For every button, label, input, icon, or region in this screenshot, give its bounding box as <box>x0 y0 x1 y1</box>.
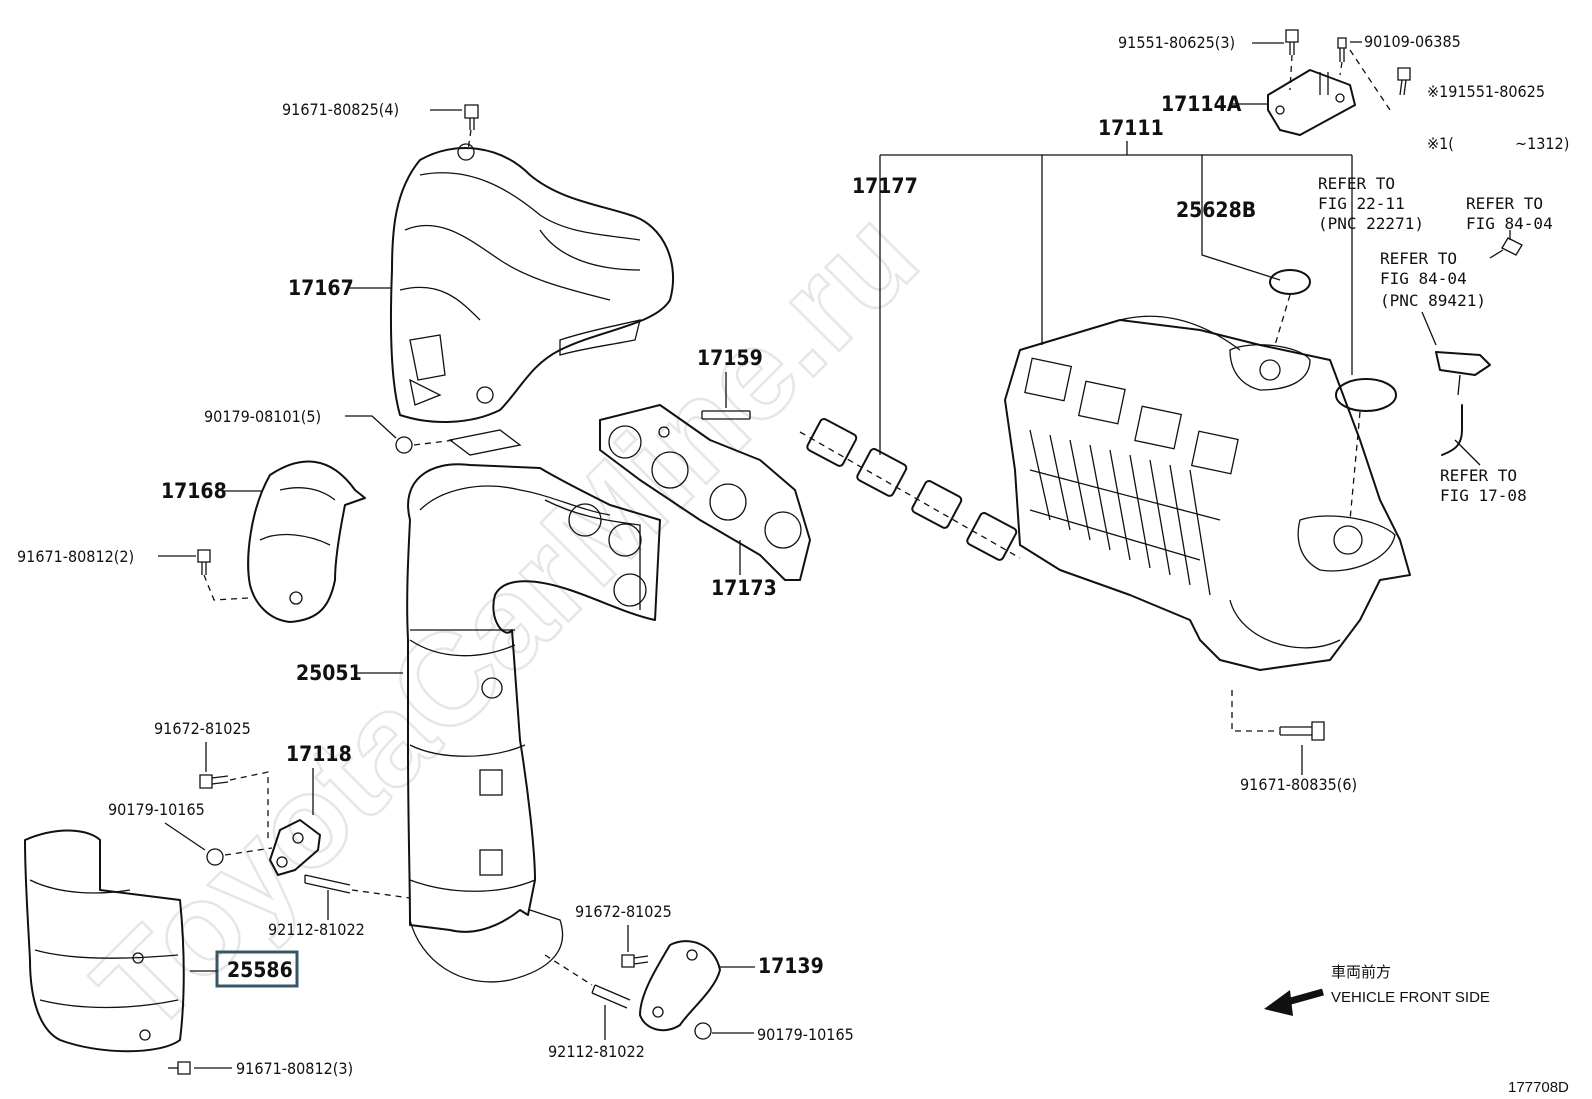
bolt-91551-80625[interactable] <box>1285 29 1299 55</box>
gasket-17173[interactable] <box>599 404 811 581</box>
label-17114a: 17114A <box>1161 92 1242 116</box>
refer-1-line-2: FIG 22-11 <box>1318 194 1405 213</box>
label-91672-81025-b: 91672-81025 <box>575 902 672 921</box>
bolt-91671-80825[interactable] <box>464 104 479 130</box>
refer-2-line-1: REFER TO <box>1466 194 1543 213</box>
label-17177: 17177 <box>852 174 918 198</box>
label-90179-10165-b: 90179-10165 <box>757 1025 854 1044</box>
label-17118: 17118 <box>286 742 352 766</box>
highlight-box-25586 <box>215 950 299 988</box>
label-25628b: 25628B <box>1176 198 1256 222</box>
refer-3-line-3: (PNC 89421) <box>1380 291 1486 310</box>
bolt-sensor[interactable] <box>1489 237 1523 259</box>
watermark: ToyotaCarMine.ru <box>67 182 945 1060</box>
refer-1-line-3: (PNC 22271) <box>1318 214 1424 233</box>
bolt-91671-80812-b[interactable] <box>168 1061 191 1075</box>
label-90179-10165-a: 90179-10165 <box>108 800 205 819</box>
bolt-91672-81025-a[interactable] <box>199 774 229 789</box>
label-91671-80812-b: 91671-80812(3) <box>236 1059 353 1078</box>
label-91551-80625-alt: ※191551-80625 <box>1427 82 1545 101</box>
label-17167: 17167 <box>288 276 354 300</box>
bolt-91551-80625-alt[interactable] <box>1397 67 1411 96</box>
label-90109-06385: 90109-06385 <box>1364 32 1461 51</box>
plug-90109-06385[interactable] <box>1337 37 1347 62</box>
exhaust-manifold-25051[interactable] <box>406 429 661 983</box>
cover-17114a[interactable] <box>1267 69 1356 136</box>
label-92112-81022-b: 92112-81022 <box>548 1042 645 1061</box>
label-92112-81022-a: 92112-81022 <box>268 920 365 939</box>
vacuum-sensor[interactable] <box>1435 351 1491 396</box>
refer-3-line-2: FIG 84-04 <box>1380 269 1467 288</box>
bolt-91671-80812-a[interactable] <box>197 549 211 575</box>
label-17139: 17139 <box>758 954 824 978</box>
refer-2-line-2: FIG 84-04 <box>1466 214 1553 233</box>
label-note-1: ※1( <box>1427 134 1454 153</box>
intake-manifold-17111[interactable] <box>1004 315 1411 671</box>
refer-3-line-1: REFER TO <box>1380 249 1457 268</box>
o-ring-throttle[interactable] <box>1335 378 1397 412</box>
heat-insulator-17167[interactable] <box>389 143 675 423</box>
nut-90179-08101[interactable] <box>395 436 413 454</box>
label-17168: 17168 <box>161 479 227 503</box>
front-arrow-icon <box>1264 988 1324 1016</box>
heat-insulator-25586[interactable] <box>24 829 185 1053</box>
bolt-91672-81025-b[interactable] <box>621 954 649 968</box>
nut-90179-10165-a[interactable] <box>206 848 224 866</box>
stud-92112-81022-b[interactable] <box>591 984 631 1009</box>
label-91551-80625: 91551-80625(3) <box>1118 33 1235 52</box>
stud-17159[interactable] <box>701 410 751 420</box>
label-91671-80825: 91671-80825(4) <box>282 100 399 119</box>
stud-92112-81022-a[interactable] <box>304 874 351 894</box>
bracket-17118[interactable] <box>269 819 321 876</box>
direction-jp: 車両前方 <box>1331 964 1391 981</box>
vacuum-hose[interactable] <box>1441 404 1463 456</box>
refer-1-line-1: REFER TO <box>1318 174 1395 193</box>
label-17159: 17159 <box>697 346 763 370</box>
label-17173: 17173 <box>711 576 777 600</box>
label-note-1-range: ~1312) <box>1515 134 1569 153</box>
direction-en: VEHICLE FRONT SIDE <box>1331 989 1490 1006</box>
label-25051: 25051 <box>296 661 362 685</box>
heat-insulator-17168[interactable] <box>247 460 366 623</box>
bracket-17139[interactable] <box>639 940 721 1032</box>
nut-90179-10165-b[interactable] <box>694 1022 712 1040</box>
figure-id: 177708D <box>1508 1079 1569 1096</box>
label-17111: 17111 <box>1098 116 1164 140</box>
label-91671-80812-a: 91671-80812(2) <box>17 547 134 566</box>
refer-4-line-1: REFER TO <box>1440 466 1517 485</box>
label-91671-80835: 91671-80835(6) <box>1240 775 1357 794</box>
label-90179-08101: 90179-08101(5) <box>204 407 321 426</box>
label-25586[interactable]: 25586 <box>227 958 293 982</box>
o-ring-25628b[interactable] <box>1269 269 1311 295</box>
refer-4-line-2: FIG 17-08 <box>1440 486 1527 505</box>
gasket-set-17177[interactable] <box>799 418 1021 562</box>
bolt-91671-80835[interactable] <box>1279 721 1325 741</box>
label-91672-81025-a: 91672-81025 <box>154 719 251 738</box>
